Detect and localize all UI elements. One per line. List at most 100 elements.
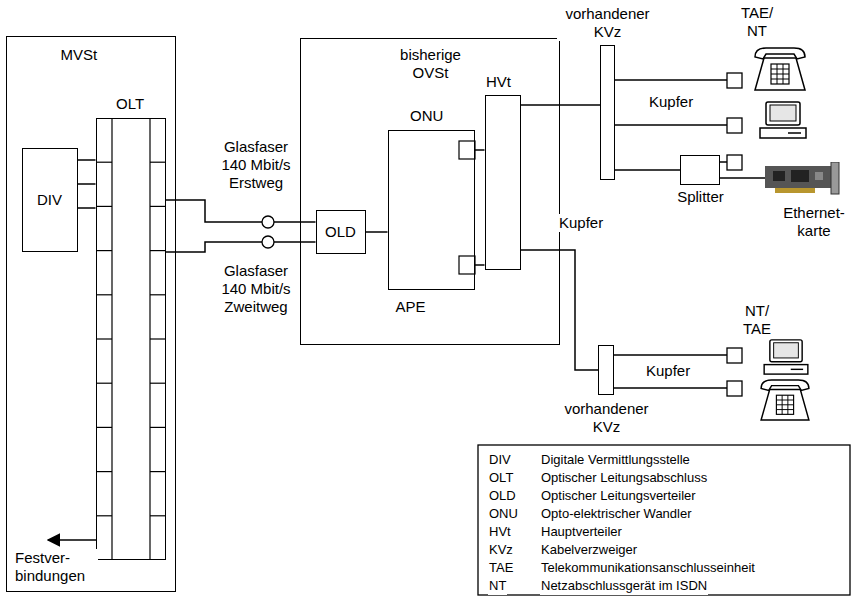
port-square bbox=[459, 256, 475, 274]
wire bbox=[614, 387, 727, 389]
exchange-box: bisherige OVStAPE OLD ONU HVt bbox=[300, 38, 560, 345]
port-divider bbox=[150, 338, 166, 339]
port-divider bbox=[96, 162, 112, 163]
port-divider bbox=[150, 250, 166, 251]
port-divider bbox=[96, 206, 112, 207]
edge-label: Glasfaser 140 Mbit/s Erstweg bbox=[212, 138, 300, 192]
connector-line bbox=[78, 159, 96, 161]
computer-icon bbox=[764, 340, 808, 374]
legend-abbreviation: ONU bbox=[488, 505, 519, 523]
wire bbox=[614, 354, 727, 356]
cable-distributor: vorhandener KVz bbox=[598, 345, 614, 395]
port-square bbox=[459, 141, 475, 159]
connector-line bbox=[166, 200, 316, 222]
connector-line bbox=[366, 231, 388, 233]
cable-label: Kupfer bbox=[558, 214, 604, 232]
node-label: APE bbox=[395, 298, 427, 316]
wire bbox=[720, 161, 727, 163]
legend-abbreviation: HVt bbox=[488, 523, 512, 541]
socket-square bbox=[727, 381, 742, 396]
connector-line bbox=[78, 207, 96, 209]
exchange-box: MVStDIV OLT bbox=[6, 36, 176, 592]
socket-square bbox=[727, 73, 742, 88]
legend-description: Telekommunikationsanschlusseinheit bbox=[540, 559, 756, 577]
socket-label: TAE/ NT bbox=[736, 4, 778, 40]
node-heading: vorhandener KVz bbox=[557, 5, 659, 41]
legend-frame bbox=[478, 445, 850, 595]
legend-abbreviation: OLT bbox=[488, 469, 514, 487]
node-heading: ONU bbox=[409, 107, 444, 125]
device-label: Ethernet- karte bbox=[778, 204, 850, 240]
port-divider bbox=[150, 383, 166, 384]
ethernet-card-icon bbox=[765, 162, 839, 194]
optical-distributor: OLD bbox=[316, 210, 366, 254]
port-divider bbox=[96, 383, 112, 384]
legend-description: Hauptverteiler bbox=[540, 523, 623, 541]
computer-icon bbox=[760, 102, 806, 138]
port-divider bbox=[150, 162, 166, 163]
legend-abbreviation: KVz bbox=[488, 541, 514, 559]
cable-distributor: vorhandener KVz bbox=[600, 45, 615, 180]
node-heading: MVSt bbox=[60, 46, 99, 64]
olt-ports bbox=[96, 118, 166, 560]
telephone-icon bbox=[761, 380, 809, 420]
node-heading: Splitter bbox=[670, 188, 732, 206]
onu-box: ONU bbox=[388, 130, 475, 290]
wire bbox=[615, 124, 727, 126]
node-label: OLD bbox=[325, 223, 356, 241]
legend-abbreviation: NT bbox=[488, 577, 507, 595]
switch-box: DIV bbox=[22, 148, 78, 252]
line-terminal: OLT bbox=[96, 118, 166, 560]
port-divider bbox=[96, 338, 112, 339]
port-divider bbox=[150, 427, 166, 428]
legend-description: Netzabschlussgerät im ISDN bbox=[540, 577, 708, 595]
legend-abbreviation: TAE bbox=[488, 559, 514, 577]
edge-label: Glasfaser 140 Mbit/s Zweitweg bbox=[212, 262, 300, 316]
connector-line bbox=[475, 264, 485, 266]
port-divider bbox=[96, 471, 112, 472]
arrow-line bbox=[48, 539, 96, 541]
connector-line bbox=[521, 104, 601, 106]
legend-description: Optischer Leitungsabschluss bbox=[540, 469, 708, 487]
port-divider bbox=[96, 294, 112, 295]
legend-abbreviation: DIV bbox=[488, 451, 512, 469]
socket-square bbox=[727, 118, 742, 133]
node-label: DIV bbox=[37, 191, 62, 209]
fiber-symbol bbox=[262, 236, 274, 248]
port-divider bbox=[150, 206, 166, 207]
legend-description: Opto-elektrischer Wandler bbox=[540, 505, 693, 523]
connector-line bbox=[475, 149, 485, 151]
fixed-line-label: Festver- bindungen bbox=[14, 549, 98, 585]
node-heading: HVt bbox=[485, 73, 512, 91]
cable-label: Kupfer bbox=[648, 93, 694, 111]
node-heading: bisherige OVSt bbox=[385, 46, 477, 82]
node-heading: vorhandener KVz bbox=[556, 400, 658, 436]
port-divider bbox=[96, 515, 112, 516]
connector-line bbox=[615, 169, 680, 171]
port-divider bbox=[150, 471, 166, 472]
legend-description: Kabelverzweiger bbox=[540, 541, 638, 559]
wire bbox=[720, 177, 765, 179]
socket-square bbox=[727, 348, 742, 363]
port-divider bbox=[150, 515, 166, 516]
wire bbox=[615, 79, 727, 81]
port-divider bbox=[150, 294, 166, 295]
port-divider bbox=[96, 427, 112, 428]
legend-abbreviation: OLD bbox=[488, 487, 517, 505]
legend-description: Optischer Leitungsverteiler bbox=[540, 487, 697, 505]
socket-label: NT/ TAE bbox=[736, 302, 778, 338]
connector-line bbox=[78, 183, 96, 185]
port-divider bbox=[96, 250, 112, 251]
legend-description: Digitale Vermittlungsstelle bbox=[540, 451, 691, 469]
node-heading: OLT bbox=[115, 95, 145, 113]
connector-line bbox=[166, 242, 316, 252]
telephone-icon bbox=[755, 48, 805, 90]
cable-label: Kupfer bbox=[645, 362, 691, 380]
splitter-box: Splitter bbox=[680, 155, 720, 185]
fiber-symbol bbox=[262, 216, 274, 228]
socket-square bbox=[727, 155, 742, 170]
main-distributor: HVt bbox=[485, 95, 521, 270]
